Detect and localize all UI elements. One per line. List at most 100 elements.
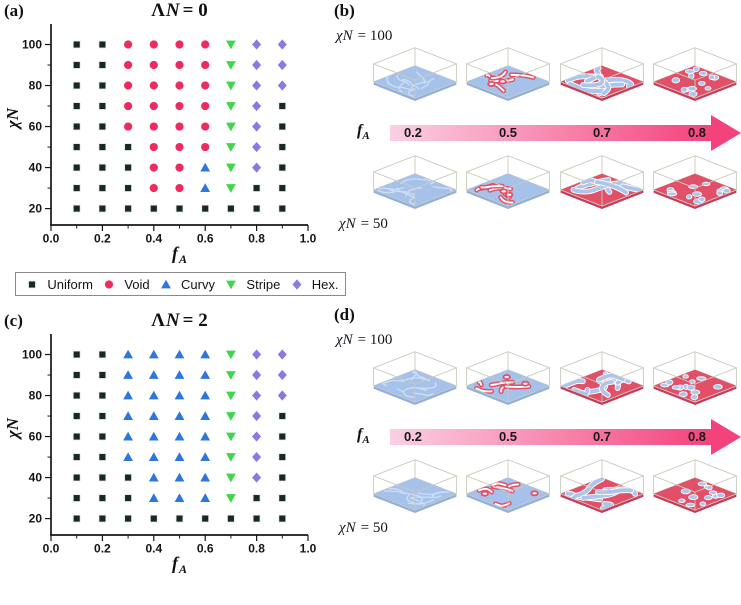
marker-uniform <box>124 143 132 151</box>
phase-legend: Uniform Void Curvy Stripe Hex. <box>15 272 346 296</box>
title-n-variable: N <box>165 310 180 331</box>
marker-curvy <box>200 493 211 502</box>
marker-uniform <box>72 143 81 151</box>
marker-uniform <box>201 514 209 523</box>
marker-uniform <box>72 494 81 502</box>
marker-void <box>149 81 158 90</box>
marker-stripe <box>226 184 236 193</box>
y-tick-label: 80 <box>29 389 43 403</box>
fA-base: f <box>171 243 178 263</box>
snapshot-b-chiN100-fA0.8 <box>650 44 740 109</box>
marker-hex <box>252 162 262 173</box>
snapshot-b-chiN50-fA0.8 <box>650 152 740 217</box>
x-tick-label: 0.6 <box>197 232 214 246</box>
marker-uniform <box>98 453 107 461</box>
marker-curvy <box>148 370 159 379</box>
y-tick-label: 20 <box>29 202 43 216</box>
marker-curvy <box>200 390 211 400</box>
marker-void <box>201 122 210 131</box>
marker-uniform <box>72 473 81 482</box>
n-variable: N <box>3 107 22 121</box>
snapshot-d-chiN50-fA0.8 <box>650 456 740 521</box>
marker-uniform <box>72 184 81 192</box>
marker-uniform <box>98 40 107 49</box>
fA-value-0.7: 0.7 <box>592 429 612 444</box>
legend-label-void: Void <box>124 276 150 292</box>
snapshot-b-chiN50-fA0.5 <box>463 152 553 217</box>
simulation-box <box>559 351 645 405</box>
marker-curvy <box>148 411 159 420</box>
snapshot-b-chiN100-fA0.2 <box>370 44 460 109</box>
snapshot-b-chiN50-fA0.2 <box>370 152 460 217</box>
fA-value-0.8: 0.8 <box>687 429 707 444</box>
marker-curvy <box>174 452 185 461</box>
marker-uniform <box>150 204 158 213</box>
marker-hex <box>252 59 262 71</box>
marker-uniform <box>72 514 81 523</box>
fA-value-0.2: 0.2 <box>403 429 423 444</box>
marker-curvy <box>174 390 185 400</box>
marker-uniform <box>278 473 287 482</box>
legend-label-curvy: Curvy <box>181 276 215 292</box>
marker-curvy <box>148 452 159 461</box>
simulation-box <box>372 47 458 101</box>
fA-axis-arrow-zone: fA 0.2 0.5 0.7 0.8 <box>330 114 741 152</box>
marker-curvy <box>174 472 185 482</box>
marker-curvy <box>200 162 211 172</box>
marker-hex <box>252 451 262 463</box>
marker-uniform <box>72 163 81 172</box>
marker-curvy <box>148 349 159 359</box>
marker-uniform <box>227 204 235 213</box>
marker-stripe <box>226 453 236 462</box>
simulation-box <box>372 351 458 405</box>
snapshot-b-chiN50-fA0.7 <box>557 152 647 217</box>
marker-void <box>175 142 184 152</box>
x-tick-label: 0.2 <box>94 232 111 246</box>
simulation-box <box>652 47 738 101</box>
marker-uniform <box>98 184 107 192</box>
marker-uniform <box>98 61 107 69</box>
marker-hex <box>277 39 287 50</box>
marker-void <box>124 81 133 90</box>
marker-uniform <box>98 514 107 523</box>
marker-uniform <box>252 184 261 192</box>
fA-value-0.2: 0.2 <box>403 125 423 140</box>
simulation-box <box>559 155 645 209</box>
marker-uniform <box>278 432 287 441</box>
fA-axis-arrow-zone: fA 0.2 0.5 0.7 0.8 <box>330 418 741 456</box>
marker-uniform <box>278 143 287 151</box>
marker-uniform <box>98 122 107 131</box>
marker-uniform <box>175 514 184 523</box>
panel-c-title: ΛN= 2 <box>51 310 308 332</box>
chiN-50-label: χN= 50 <box>339 520 388 536</box>
marker-stripe <box>226 81 236 91</box>
marker-void <box>175 101 184 111</box>
marker-uniform <box>278 184 287 192</box>
marker-curvy <box>161 279 171 288</box>
marker-uniform <box>72 81 81 90</box>
fA-subscript: A <box>178 252 187 266</box>
marker-curvy <box>200 472 211 482</box>
marker-void <box>105 279 114 289</box>
marker-uniform <box>72 122 81 131</box>
marker-uniform <box>72 453 81 461</box>
marker-uniform <box>124 163 132 172</box>
marker-void <box>175 81 184 90</box>
marker-uniform <box>278 102 287 110</box>
marker-uniform <box>72 350 81 359</box>
snapshot-row-chiN50 <box>330 152 741 218</box>
legend-item-void: Void <box>99 276 150 292</box>
marker-uniform <box>124 204 132 213</box>
marker-curvy <box>123 370 133 379</box>
marker-uniform <box>98 391 107 400</box>
marker-void <box>124 122 133 131</box>
marker-void <box>149 122 158 131</box>
legend-item-curvy: Curvy <box>156 277 215 292</box>
marker-curvy <box>174 370 185 379</box>
simulation-box <box>372 459 458 513</box>
y-tick-label: 60 <box>29 120 43 134</box>
snapshot-row-chiN50 <box>330 456 741 522</box>
marker-hex <box>252 39 262 50</box>
